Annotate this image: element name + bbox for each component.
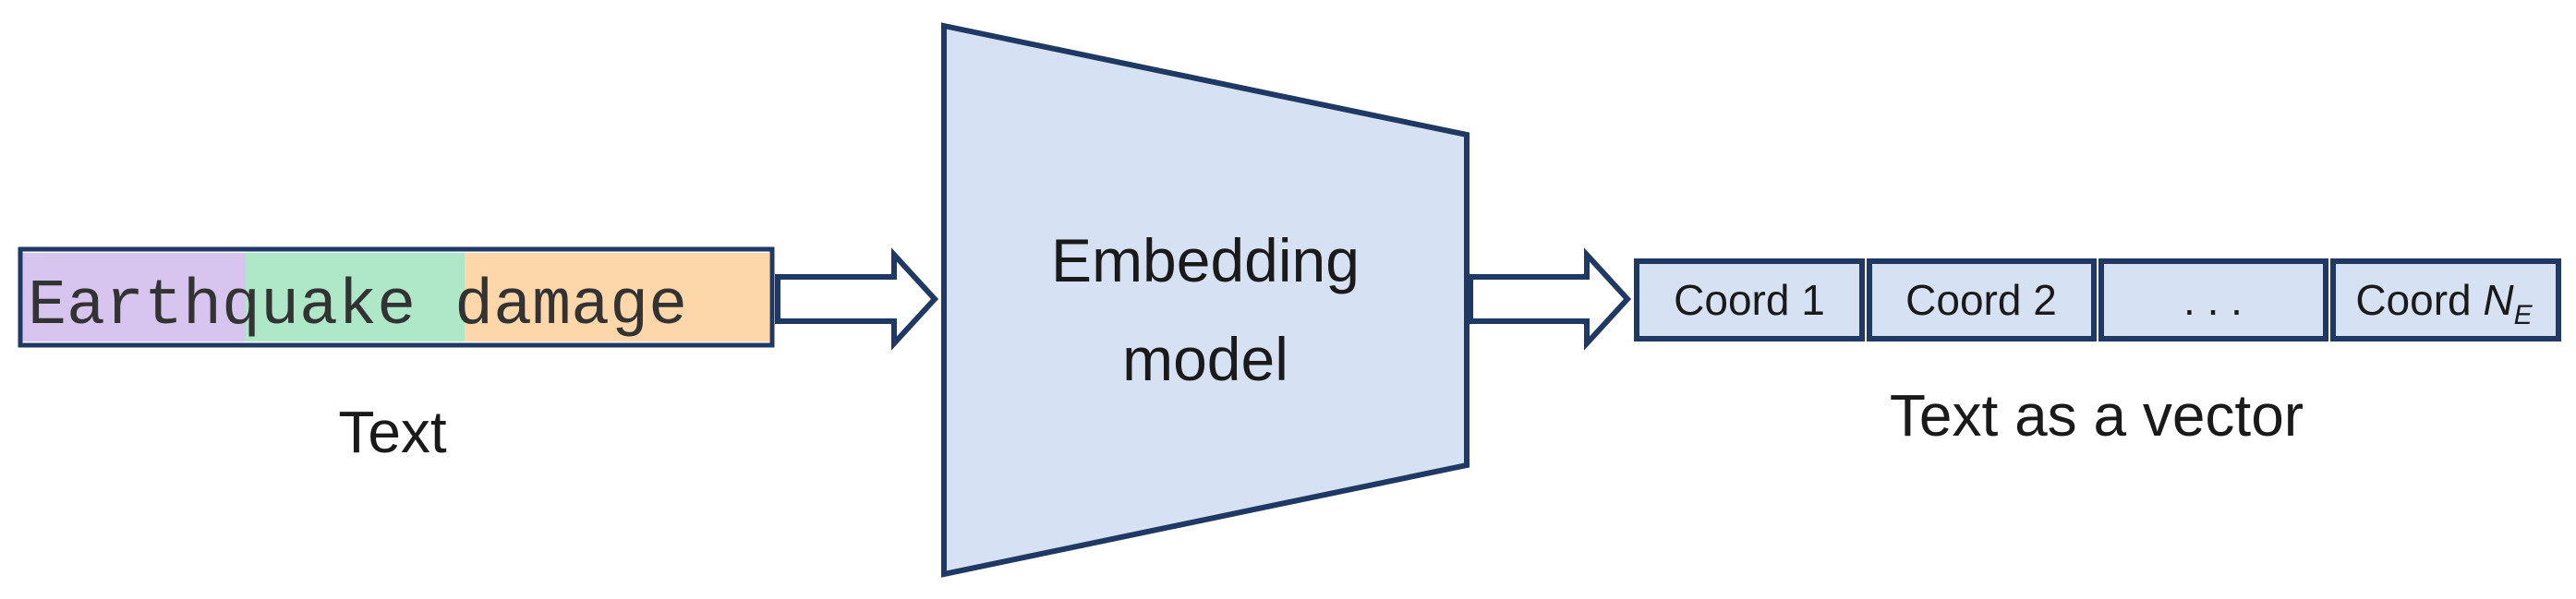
vector-cell-last: Coord NE — [2330, 258, 2561, 341]
input-box-border — [18, 246, 775, 348]
output-vector: Coord 1 Coord 2 . . . Coord NE — [1634, 258, 2561, 341]
model-label-line2: model — [1122, 325, 1288, 393]
vector-cell-2: Coord 2 — [1867, 258, 2097, 341]
model-label-line1: Embedding — [1051, 226, 1360, 294]
vector-cell-last-label: Coord NE — [2355, 276, 2533, 330]
input-text-box: Earthquake damage — [18, 246, 775, 348]
token-quake: quake — [222, 270, 416, 343]
vector-cell-ellipsis-label: . . . — [2183, 276, 2243, 324]
input-caption: Text — [338, 399, 447, 465]
vector-cell-1-label: Coord 1 — [1674, 276, 1825, 324]
vector-cell-last-subscript: E — [2514, 300, 2534, 330]
vector-cell-last-main: Coord N — [2355, 276, 2514, 324]
embedding-model: Embedding model — [941, 22, 1469, 578]
token-highlight-2 — [246, 253, 465, 341]
vector-cell-2-label: Coord 2 — [1905, 276, 2057, 324]
input-text: Earthquake damage — [28, 270, 687, 343]
vector-cell-ellipsis: . . . — [2098, 258, 2328, 341]
arrow-to-vector — [1468, 247, 1632, 351]
arrow-to-model — [775, 247, 939, 351]
token-highlight-3 — [465, 253, 769, 341]
token-highlight-1 — [22, 253, 246, 341]
model-trapezoid — [941, 22, 1469, 578]
vector-cell-1: Coord 1 — [1634, 258, 1865, 341]
token-earth: Earth — [28, 270, 222, 343]
output-caption: Text as a vector — [1890, 382, 2304, 449]
token-damage: damage — [416, 270, 687, 343]
